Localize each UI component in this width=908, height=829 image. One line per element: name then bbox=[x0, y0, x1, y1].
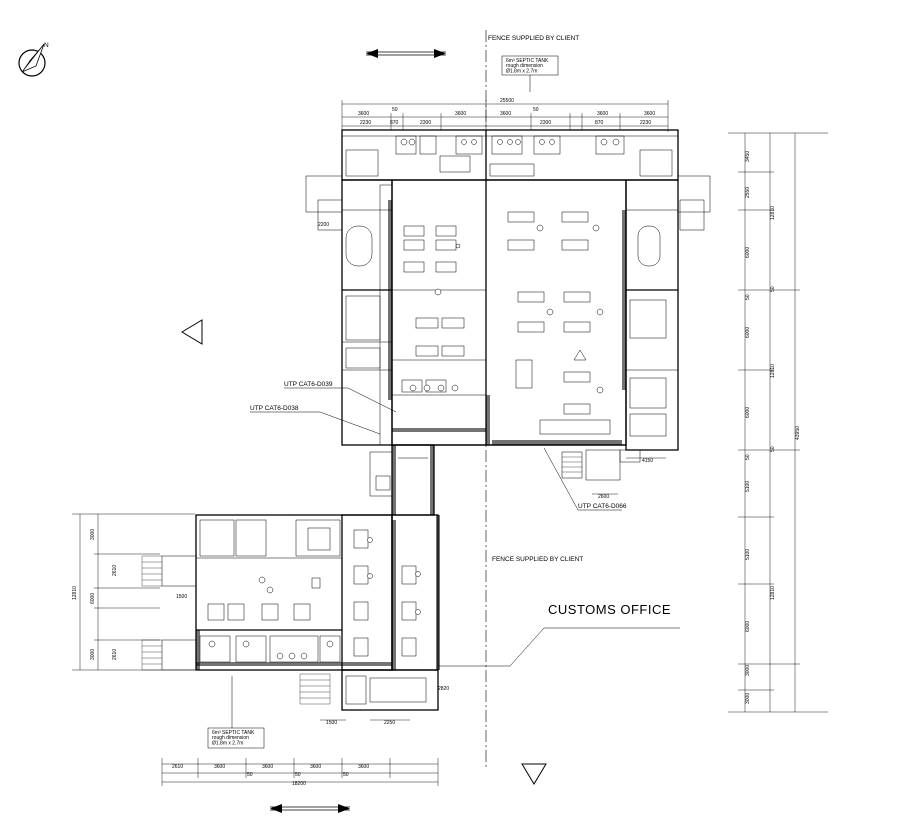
septic-tank-callout-top: 6m³ SEPTIC TANK rough dimension Ø1.8m x … bbox=[501, 55, 559, 92]
svg-text:UTP CAT6-D039: UTP CAT6-D039 bbox=[284, 381, 333, 388]
svg-text:12810: 12810 bbox=[72, 586, 78, 600]
svg-text:1500: 1500 bbox=[326, 720, 337, 726]
svg-text:6000: 6000 bbox=[745, 621, 751, 632]
svg-text:18200: 18200 bbox=[292, 781, 306, 787]
fence-label-top: FENCE SUPPLIED BY CLIENT bbox=[488, 35, 579, 42]
svg-text:3600: 3600 bbox=[358, 764, 369, 770]
corridor-connector bbox=[369, 444, 435, 516]
svg-text:12810: 12810 bbox=[770, 206, 776, 220]
svg-text:rough dimension: rough dimension bbox=[212, 735, 249, 741]
svg-text:1500: 1500 bbox=[176, 594, 187, 600]
svg-text:6000: 6000 bbox=[90, 593, 96, 604]
workstations-right bbox=[507, 211, 611, 435]
svg-text:3450: 3450 bbox=[745, 151, 751, 162]
svg-text:50: 50 bbox=[745, 294, 751, 300]
svg-text:2200: 2200 bbox=[318, 222, 329, 228]
svg-text:2230: 2230 bbox=[640, 120, 651, 126]
svg-text:N: N bbox=[44, 42, 49, 49]
section-arrow-icon bbox=[181, 319, 547, 785]
svg-text:870: 870 bbox=[390, 120, 399, 126]
svg-text:6m³ SEPTIC TANK: 6m³ SEPTIC TANK bbox=[212, 730, 255, 736]
svg-text:2600: 2600 bbox=[598, 494, 609, 500]
svg-text:3600: 3600 bbox=[262, 764, 273, 770]
workstations-left bbox=[401, 225, 465, 393]
svg-text:2300: 2300 bbox=[540, 120, 551, 126]
svg-text:3600: 3600 bbox=[455, 111, 466, 117]
north-arrow-icon: N bbox=[18, 42, 49, 77]
customs-office-label: CUSTOMS OFFICE bbox=[438, 602, 680, 667]
svg-text:3600: 3600 bbox=[358, 111, 369, 117]
svg-text:2250: 2250 bbox=[384, 720, 395, 726]
svg-text:rough dimension: rough dimension bbox=[506, 63, 543, 69]
svg-text:50: 50 bbox=[770, 446, 776, 452]
utp-callouts: UTP CAT6-D039 UTP CAT6-D038 UTP CAT6-D06… bbox=[250, 381, 627, 511]
svg-text:3600: 3600 bbox=[500, 111, 511, 117]
bottom-dimension-chain: 2610 3600 3600 3600 3600 50 50 50 18200 bbox=[161, 758, 439, 787]
misc-dimensions: 4150 2600 1500 2250 1500 2820 2200 bbox=[176, 222, 666, 726]
svg-text:2610: 2610 bbox=[112, 565, 118, 576]
svg-text:12810: 12810 bbox=[770, 586, 776, 600]
svg-text:50: 50 bbox=[343, 772, 349, 778]
svg-text:50: 50 bbox=[533, 107, 539, 113]
svg-text:3000: 3000 bbox=[745, 665, 751, 676]
svg-text:50: 50 bbox=[745, 454, 751, 460]
svg-text:50: 50 bbox=[770, 286, 776, 292]
svg-text:2610: 2610 bbox=[172, 764, 183, 770]
upper-building bbox=[305, 129, 711, 481]
svg-text:3000: 3000 bbox=[90, 649, 96, 660]
svg-text:43950: 43950 bbox=[795, 426, 801, 440]
svg-text:2300: 2300 bbox=[420, 120, 431, 126]
svg-text:2820: 2820 bbox=[438, 686, 449, 692]
svg-text:6000: 6000 bbox=[745, 407, 751, 418]
direction-arrow-top bbox=[366, 49, 446, 58]
svg-text:3600: 3600 bbox=[644, 111, 655, 117]
svg-text:6000: 6000 bbox=[745, 247, 751, 258]
svg-text:3600: 3600 bbox=[214, 764, 225, 770]
svg-text:50: 50 bbox=[247, 772, 253, 778]
svg-text:UTP CAT6-D066: UTP CAT6-D066 bbox=[578, 503, 627, 510]
svg-text:50: 50 bbox=[295, 772, 301, 778]
svg-text:50: 50 bbox=[392, 107, 398, 113]
top-dimension-chain: 25500 3600 50 3600 3600 50 3600 3600 223… bbox=[341, 98, 669, 132]
direction-arrow-bottom bbox=[270, 804, 350, 813]
svg-text:3000: 3000 bbox=[90, 529, 96, 540]
svg-text:2550: 2550 bbox=[745, 187, 751, 198]
svg-text:3600: 3600 bbox=[310, 764, 321, 770]
svg-text:2610: 2610 bbox=[112, 649, 118, 660]
svg-text:CUSTOMS OFFICE: CUSTOMS OFFICE bbox=[548, 602, 671, 617]
lower-building bbox=[141, 514, 440, 711]
svg-text:UTP CAT6-D038: UTP CAT6-D038 bbox=[250, 405, 299, 412]
svg-text:3600: 3600 bbox=[597, 111, 608, 117]
right-dimension-chain: 3450 2550 6000 50 6000 6000 50 5100 5100… bbox=[728, 132, 828, 713]
svg-text:5100: 5100 bbox=[745, 549, 751, 560]
svg-text:5100: 5100 bbox=[745, 481, 751, 492]
svg-text:6000: 6000 bbox=[745, 327, 751, 338]
svg-text:Ø1.8m x 2.7m: Ø1.8m x 2.7m bbox=[212, 741, 243, 747]
svg-text:Ø1.8m x 2.7m: Ø1.8m x 2.7m bbox=[506, 69, 537, 75]
septic-tank-callout-bottom: 6m³ SEPTIC TANK rough dimension Ø1.8m x … bbox=[207, 676, 265, 749]
svg-text:6m³ SEPTIC TANK: 6m³ SEPTIC TANK bbox=[506, 58, 549, 64]
svg-text:4150: 4150 bbox=[642, 458, 653, 464]
fence-label-mid: FENCE SUPPLIED BY CLIENT bbox=[492, 556, 583, 563]
svg-text:25500: 25500 bbox=[500, 98, 514, 104]
svg-text:870: 870 bbox=[595, 120, 604, 126]
svg-text:12810: 12810 bbox=[770, 364, 776, 378]
svg-text:3000: 3000 bbox=[745, 693, 751, 704]
svg-text:2230: 2230 bbox=[360, 120, 371, 126]
left-dimension-chain: 12810 3000 2610 6000 2610 3000 bbox=[72, 513, 195, 671]
